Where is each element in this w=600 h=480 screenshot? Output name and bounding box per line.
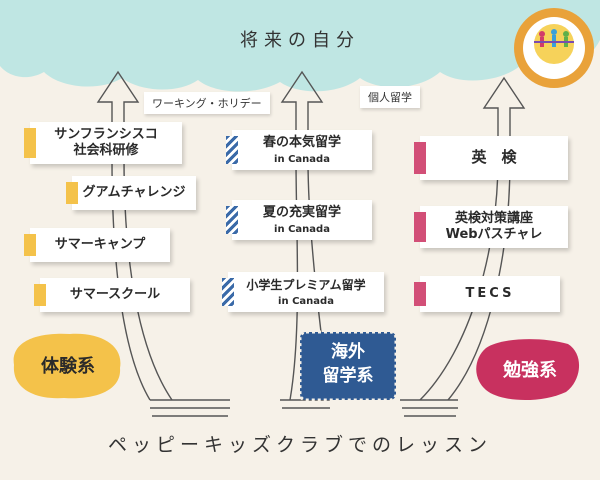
- striped-tape: [226, 136, 238, 164]
- right-arrow-outline: [419, 76, 526, 401]
- logo: [512, 6, 596, 90]
- category-study: 勉強系: [503, 360, 557, 381]
- left-arrow-outline: [96, 70, 173, 401]
- category-experience: 体験系: [41, 356, 95, 377]
- card-overseas-2: 夏の充実留学 in Canada: [226, 200, 372, 240]
- card-label: 夏の充実留学: [262, 205, 341, 220]
- card-label: 小学生プレミアム留学: [246, 278, 366, 292]
- card-sublabel: in Canada: [274, 154, 330, 165]
- tag-working-holiday: ワーキング・ホリデー: [144, 92, 270, 114]
- card-label: グアムチャレンジ: [82, 185, 186, 200]
- card-label: TECS: [465, 286, 515, 301]
- card-label: 英 検: [471, 148, 517, 166]
- card-label: サマーキャンプ: [54, 237, 146, 252]
- card-overseas-1: 春の本気留学 in Canada: [226, 130, 372, 170]
- category-overseas: 海外 留学系: [322, 342, 374, 386]
- pink-tape: [414, 212, 426, 242]
- card-label: 英検対策講座 Webパスチャレ: [445, 211, 543, 242]
- yellow-tape: [34, 284, 46, 306]
- study-badge-shape: [476, 339, 580, 401]
- card-experience-3: サマーキャンプ: [24, 228, 170, 262]
- tag-study-abroad: 個人留学: [360, 86, 420, 108]
- pink-tape: [414, 282, 426, 306]
- card-sublabel: in Canada: [278, 296, 334, 307]
- card-label: サンフランシスコ 社会科研修: [54, 127, 158, 158]
- footer-caption: ペッピーキッズクラブでのレッスン: [107, 434, 492, 456]
- card-study-1: 英 検: [414, 136, 568, 180]
- card-experience-1: サンフランシスコ 社会科研修: [24, 122, 182, 164]
- card-study-2: 英検対策講座 Webパスチャレ: [414, 206, 568, 248]
- striped-tape: [226, 206, 238, 234]
- card-experience-2: グアムチャレンジ: [66, 176, 196, 210]
- card-label: 春の本気留学: [262, 135, 341, 150]
- yellow-tape: [66, 182, 78, 204]
- cloud-shape: [0, 0, 600, 92]
- yellow-tape: [24, 128, 36, 158]
- yellow-tape: [24, 234, 36, 256]
- experience-badge-shape: [13, 333, 121, 399]
- pink-tape: [414, 142, 426, 174]
- striped-tape: [222, 278, 234, 306]
- globe-logo-icon: [514, 8, 594, 88]
- card-experience-4: サマースクール: [34, 278, 190, 312]
- card-overseas-3: 小学生プレミアム留学 in Canada: [222, 272, 384, 312]
- card-study-3: TECS: [414, 276, 560, 312]
- overseas-badge-shape: [298, 330, 398, 402]
- page-title: 将来の自分: [240, 30, 360, 51]
- card-sublabel: in Canada: [274, 224, 330, 235]
- card-label: サマースクール: [69, 287, 161, 302]
